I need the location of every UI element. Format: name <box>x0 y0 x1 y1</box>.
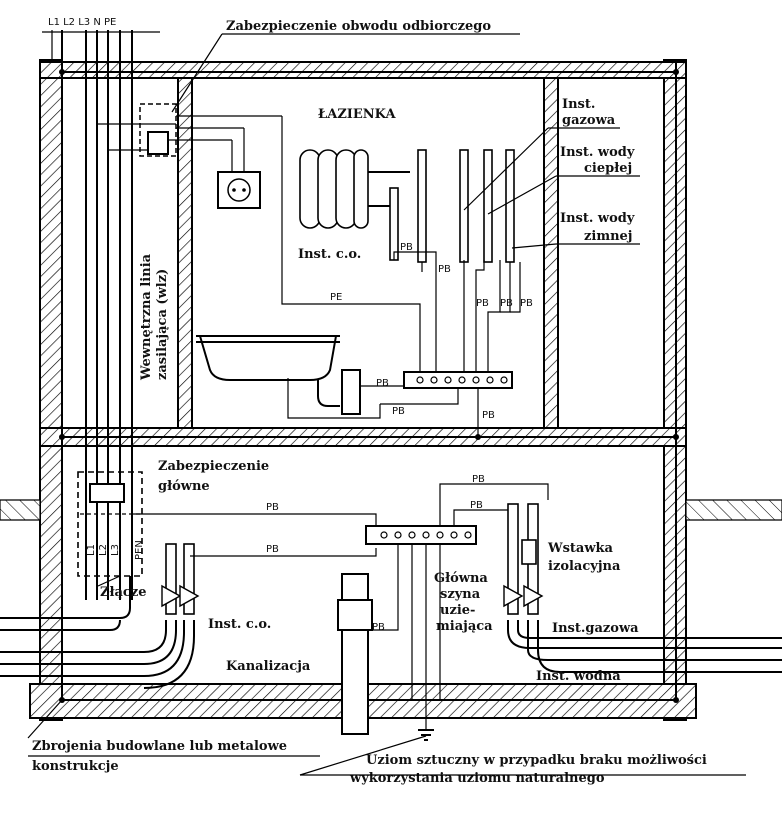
circuit-breaker <box>147 131 169 155</box>
main-bar-label-4: miająca <box>436 619 493 634</box>
heating-lower-label: Inst. c.o. <box>208 617 271 632</box>
socket-icon <box>227 178 251 202</box>
main-protection-label-1: Zabezpieczenie <box>158 459 269 474</box>
connector-label: Złącze <box>100 585 146 600</box>
pen-label: PEN <box>134 540 145 560</box>
insulation-label-1: Wstawka <box>547 541 614 556</box>
roof-slab <box>39 61 687 79</box>
cold-water-label-1: Inst. wody <box>560 211 635 226</box>
heating-pipe-2 <box>417 149 427 263</box>
hot-water-pipe <box>483 149 493 263</box>
socket-outlet <box>217 171 261 209</box>
heating-pipe-1 <box>389 187 399 261</box>
heating-upper-label: Inst. c.o. <box>298 247 361 262</box>
pb-tag-2: PB <box>438 264 451 275</box>
drain-trap <box>341 369 361 415</box>
partition-left <box>177 77 193 431</box>
main-protection-label-2: główne <box>158 479 210 494</box>
pb-tag-9: PB <box>266 502 279 513</box>
pb-tag-5: PB <box>520 298 533 309</box>
pb-tag-13: PB <box>472 474 485 485</box>
ground-left <box>0 499 41 521</box>
l2-label: L2 <box>98 544 109 556</box>
bathtub <box>198 335 338 381</box>
reinforcement-label-2: konstrukcje <box>32 759 119 774</box>
main-earthing-bar <box>365 525 477 545</box>
hot-water-label-1: Inst. wody <box>560 145 635 160</box>
earth-label-1: Uziom sztuczny w przypadku braku możliwo… <box>366 753 707 768</box>
gas-pipe <box>459 149 469 263</box>
circuit-protection-label: Zabezpieczenie obwodu odbiorczego <box>226 19 491 34</box>
insulation-label-2: izolacyjna <box>548 559 621 574</box>
supply-conductors <box>51 30 133 700</box>
supply-lines-label: L1 L2 L3 N PE <box>48 17 116 28</box>
main-breaker <box>89 483 125 503</box>
pb-tag-6: PB <box>482 410 495 421</box>
water-lower-label: Inst. wodna <box>536 669 621 684</box>
partition-right <box>543 77 559 431</box>
earth-symbol <box>418 729 434 741</box>
l1-label: L1 <box>86 544 97 556</box>
pb-tag-11: PB <box>372 622 385 633</box>
heating-lower-pipes <box>0 543 200 689</box>
l3-label: L3 <box>110 544 121 556</box>
bathroom-bonding: PB PB PB PB PB <box>393 242 533 378</box>
pb-tag-4: PB <box>500 298 513 309</box>
ground-right <box>685 499 782 521</box>
cold-water-label-2: zimnej <box>584 229 633 244</box>
wlz-label-1: Wewnętrzna linia <box>139 253 154 381</box>
bathroom-label: ŁAZIENKA <box>318 107 396 122</box>
pb-tag-12: PB <box>470 500 483 511</box>
connector-box <box>77 471 143 577</box>
sewer-label: Kanalizacja <box>226 659 311 674</box>
pb-tag-1: PB <box>400 242 413 253</box>
hot-water-label-2: ciepłej <box>584 161 632 176</box>
gas-inst-label-2: gazowa <box>562 113 616 128</box>
sewer-pipe <box>337 573 373 735</box>
pb-tag-8: PB <box>392 406 405 417</box>
gas-water-pipes <box>503 503 782 673</box>
earth-label-2: wykorzystania uziomu naturalnego <box>349 771 605 786</box>
circuit-protection-box <box>139 103 177 157</box>
wlz-label-2: zasilająca (wlz) <box>155 269 170 380</box>
cold-water-pipe <box>505 149 515 263</box>
gas-lower-label: Inst.gazowa <box>552 621 639 636</box>
pe-tag: PE <box>330 292 342 303</box>
main-bar-label-1: Główna <box>434 571 488 586</box>
gas-inst-label-1: Inst. <box>562 97 595 112</box>
pb-tag-3: PB <box>476 298 489 309</box>
radiator <box>299 149 410 229</box>
pb-tag-10: PB <box>266 544 279 555</box>
reinforcement-label-1: Zbrojenia budowlane lub metalowe <box>32 739 287 754</box>
wall-left <box>39 59 63 721</box>
pb-tag-7: PB <box>376 378 389 389</box>
main-bar-label-2: szyna <box>440 587 481 602</box>
main-bar-label-3: uzie- <box>440 603 475 618</box>
